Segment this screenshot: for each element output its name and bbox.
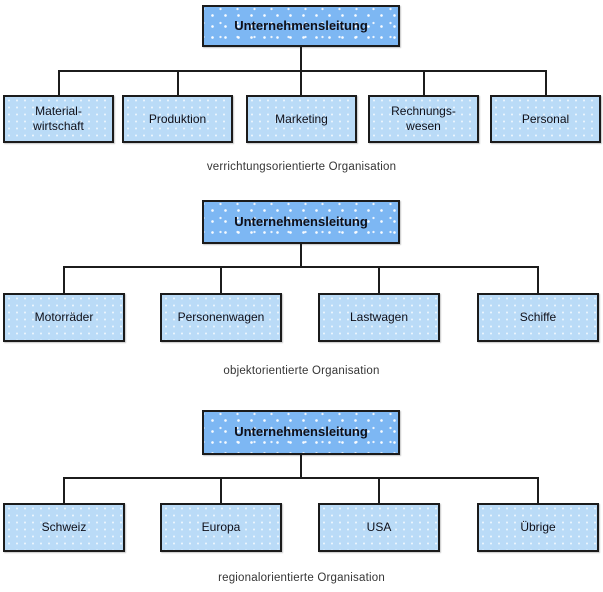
child-box-materialwirtschaft: Material- wirtschaft xyxy=(3,95,114,143)
connector-bus xyxy=(58,70,547,72)
connector-drop xyxy=(220,477,222,504)
connector-drop xyxy=(545,70,547,95)
root-box-label: Unternehmensleitung xyxy=(234,213,368,229)
child-box-lastwagen: Lastwagen xyxy=(318,293,440,342)
child-box-schiffe: Schiffe xyxy=(477,293,599,342)
connector-stem xyxy=(300,244,302,268)
connector-drop xyxy=(423,70,425,95)
child-box-personenwagen: Personenwagen xyxy=(160,293,282,342)
child-box-label: Schweiz xyxy=(41,520,87,534)
connector-drop xyxy=(378,477,380,504)
connector-stem xyxy=(300,455,302,479)
child-box-label: Lastwagen xyxy=(349,310,409,324)
connector-drop xyxy=(378,266,380,293)
child-box-rechnungswesen: Rechnungs- wesen xyxy=(368,95,479,143)
root-box-chart3: Unternehmensleitung xyxy=(202,410,400,455)
connector-drop xyxy=(63,477,65,504)
connector-drop xyxy=(63,266,65,293)
root-box-label: Unternehmensleitung xyxy=(234,17,368,33)
child-box-marketing: Marketing xyxy=(246,95,357,143)
child-box-label: Schiffe xyxy=(519,310,557,324)
connector-drop xyxy=(537,266,539,293)
connector-drop xyxy=(537,477,539,504)
connector-drop xyxy=(220,266,222,293)
child-box-label: Personal xyxy=(521,111,570,126)
root-box-chart2: Unternehmensleitung xyxy=(202,200,400,244)
child-box-produktion: Produktion xyxy=(122,95,233,143)
chart-caption-objektorientiert: objektorientierte Organisation xyxy=(223,365,380,377)
chart-caption-regionalorientiert: regionalorientierte Organisation xyxy=(218,572,385,584)
child-box-label: Übrige xyxy=(520,520,556,534)
child-box-uebrige: Übrige xyxy=(477,503,599,552)
connector-drop xyxy=(177,70,179,95)
root-box-label: Unternehmensleitung xyxy=(234,424,368,440)
child-box-label: USA xyxy=(366,520,392,534)
child-box-label: Personenwagen xyxy=(177,310,265,324)
connector-drop xyxy=(300,70,302,95)
child-box-europa: Europa xyxy=(160,503,282,552)
child-box-usa: USA xyxy=(318,503,440,552)
child-box-personal: Personal xyxy=(490,95,601,143)
child-box-label: Rechnungs- wesen xyxy=(391,104,456,133)
child-box-label: Motorräder xyxy=(34,310,94,324)
connector-bus xyxy=(63,477,539,479)
child-box-label: Marketing xyxy=(275,111,328,126)
connector-bus xyxy=(63,266,539,268)
chart-caption-verrichtungsorientiert: verrichtungsorientierte Organisation xyxy=(206,161,397,173)
child-box-label: Europa xyxy=(201,520,241,534)
child-box-label: Produktion xyxy=(148,111,207,126)
child-box-schweiz: Schweiz xyxy=(3,503,125,552)
child-box-motorraeder: Motorräder xyxy=(3,293,125,342)
connector-drop xyxy=(58,70,60,95)
connector-stem xyxy=(300,47,302,71)
root-box-chart1: Unternehmensleitung xyxy=(202,5,400,47)
child-box-label: Material- wirtschaft xyxy=(33,104,84,133)
